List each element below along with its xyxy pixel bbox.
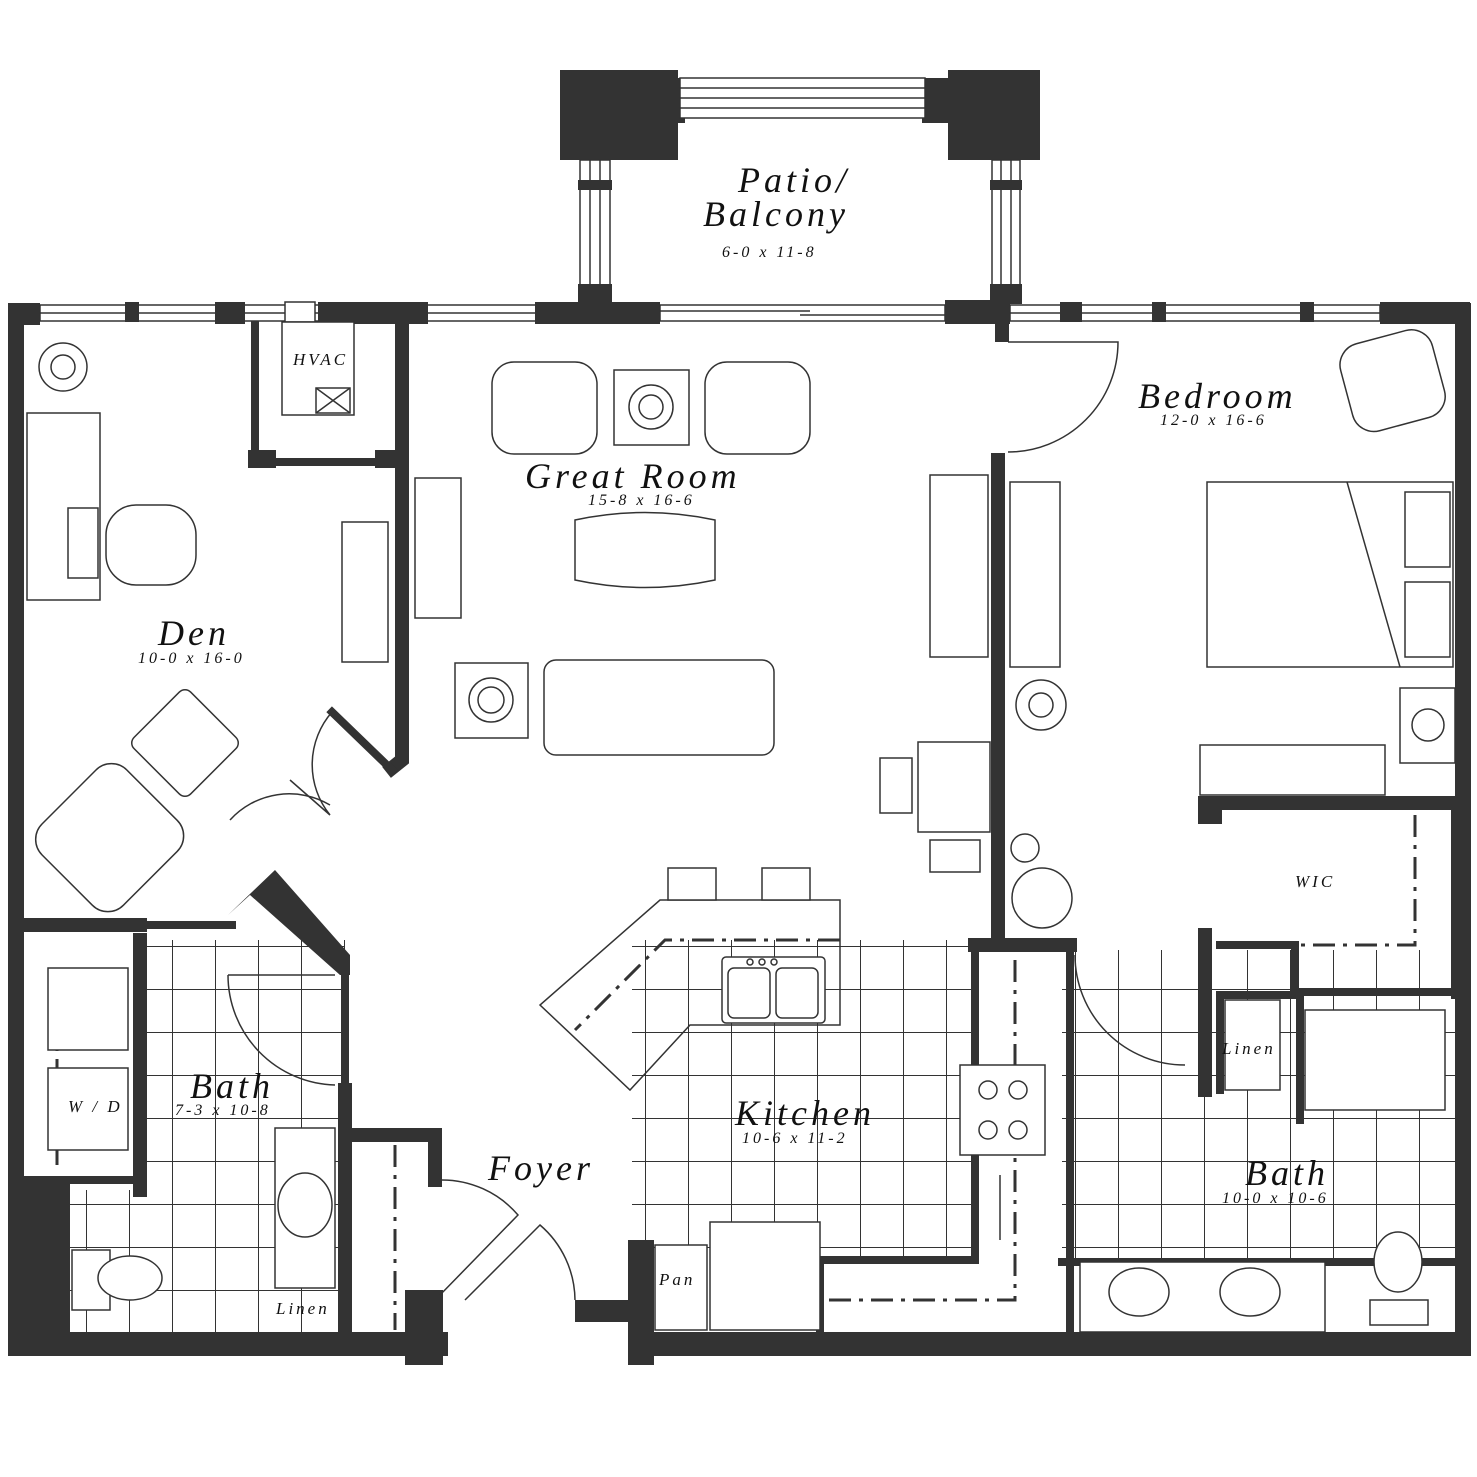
bath-left-dims: 7-3 x 10-8	[175, 1102, 271, 1119]
bath-right-dims: 10-0 x 10-6	[1222, 1190, 1329, 1207]
patio-balcony	[560, 70, 1040, 304]
patio-label-line1: Patio/	[737, 160, 850, 200]
great-room-dims: 15-8 x 16-6	[588, 492, 695, 509]
den-label: Den	[157, 613, 230, 653]
wic-label: WIC	[1295, 872, 1335, 891]
exterior-walls	[8, 300, 1471, 1365]
kitchen-counter	[538, 867, 1046, 1331]
room-labels: Patio/ Balcony 6-0 x 11-8 HVAC Great Roo…	[68, 160, 1335, 1318]
great-room-label: Great Room	[525, 456, 741, 496]
kitchen-label: Kitchen	[734, 1093, 875, 1133]
bedroom-dims: 12-0 x 16-6	[1160, 412, 1267, 429]
furniture	[26, 321, 1456, 1333]
linen-right-label: Linen	[1221, 1039, 1276, 1058]
bath-left-label: Bath	[190, 1066, 274, 1106]
bath-right-label: Bath	[1245, 1153, 1329, 1193]
den-dims: 10-0 x 16-0	[138, 650, 245, 667]
washer-dryer-label: W / D	[68, 1097, 123, 1116]
patio-dims: 6-0 x 11-8	[722, 244, 817, 261]
hvac-label: HVAC	[292, 350, 348, 369]
patio-label-line2: Balcony	[703, 194, 849, 234]
pantry-label: Pan	[658, 1270, 695, 1289]
bedroom-label: Bedroom	[1138, 376, 1297, 416]
kitchen-dims: 10-6 x 11-2	[742, 1130, 848, 1147]
linen-left-label: Linen	[275, 1299, 330, 1318]
doors	[227, 341, 1186, 1301]
foyer-label: Foyer	[487, 1148, 594, 1188]
